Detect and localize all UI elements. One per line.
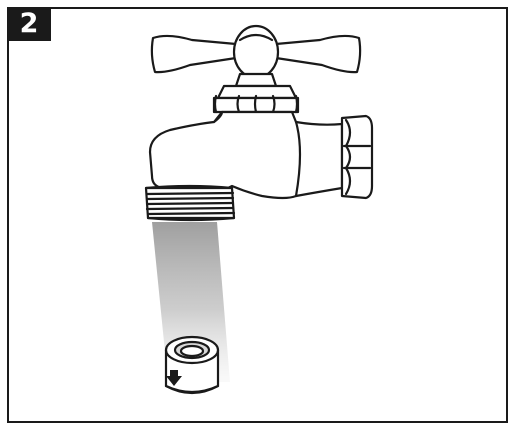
threaded-spout xyxy=(144,184,236,222)
packing-nut xyxy=(212,94,300,114)
aerator-part xyxy=(164,335,220,395)
step-number-badge: 2 xyxy=(7,7,51,41)
faucet-stem xyxy=(216,72,298,100)
faucet-handle xyxy=(150,24,362,80)
rotation-arrow-icon xyxy=(166,370,182,386)
hex-nut xyxy=(340,114,374,200)
